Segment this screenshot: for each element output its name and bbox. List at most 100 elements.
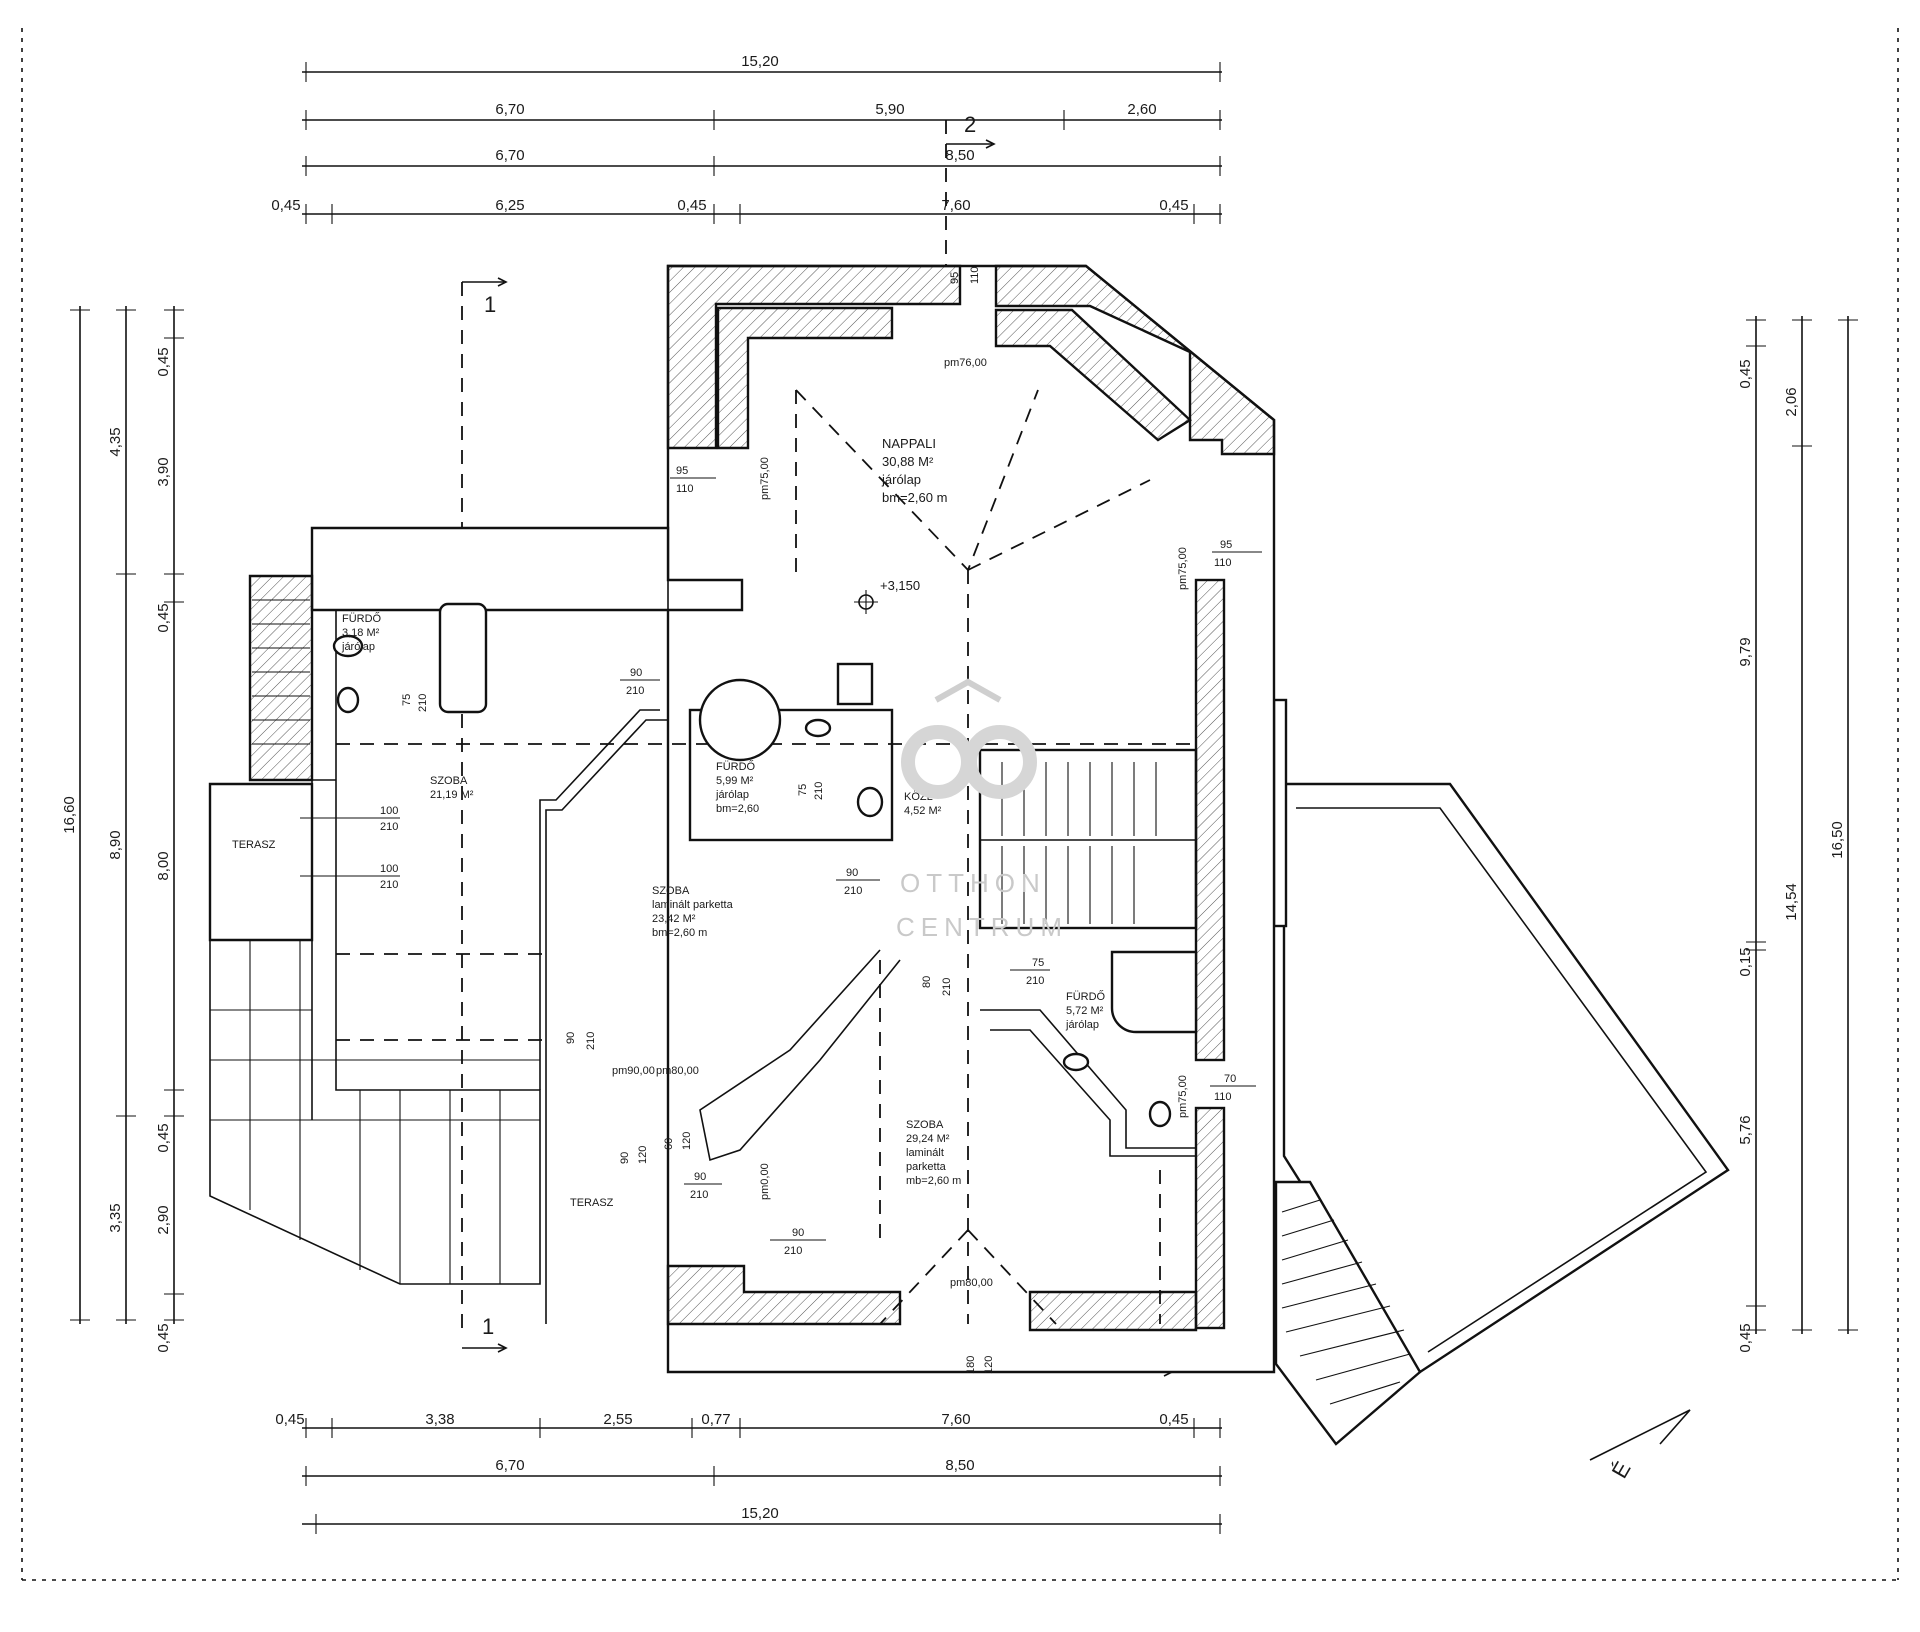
op-d210h: 210 (1026, 975, 1044, 987)
op-d75a: 75 (401, 694, 413, 706)
dim-right-c2-b: 14,54 (1783, 883, 1800, 921)
op-pm6: pm0,00 (759, 1163, 771, 1200)
dim-right-total: 16,50 (1829, 821, 1846, 859)
dim-right-c3-d: 5,76 (1737, 1115, 1754, 1144)
op-d210e: 210 (813, 782, 825, 800)
watermark: OTTHON CENTRUM (896, 678, 1068, 942)
op-95a: 95 (949, 272, 961, 284)
op-110a: 110 (969, 266, 981, 284)
op-d210a: 210 (626, 685, 644, 697)
room-furdo2-floor: járólap (715, 789, 749, 801)
dim-right-c3-a: 0,45 (1737, 359, 1754, 388)
washbasin-icon-2 (804, 718, 832, 738)
roof-lines (336, 389, 1196, 1325)
room-nappali-name: NAPPALI (882, 436, 936, 451)
op-d90b: 90 (846, 867, 858, 879)
op-d90d: 90 (694, 1171, 706, 1183)
dim-right-c3-c: 0,15 (1737, 947, 1754, 976)
room-furdo2-name: FÜRDŐ (716, 759, 756, 773)
op-pm3: pm75,00 (1177, 547, 1189, 590)
right-stair-treads (1281, 1199, 1411, 1405)
corner-tub-icon (698, 678, 782, 762)
dim-left-c3-a: 0,45 (155, 347, 172, 376)
watermark-line2: CENTRUM (896, 912, 1068, 942)
dim-left-c2-b: 8,90 (107, 830, 124, 859)
page-frame (21, 28, 1899, 1581)
section-1-bottom: 1 (482, 1314, 494, 1339)
top-dimensions: 15,20 6,70 5,90 2,60 6,70 8,50 0,45 6,25… (271, 53, 1222, 224)
room-nappali-area: 30,88 M² (882, 454, 934, 469)
op-d90e: 90 (792, 1227, 804, 1239)
dim-top-r4-a: 0,45 (271, 197, 300, 214)
op-d210d: 210 (380, 879, 398, 891)
washbasin-icon (336, 686, 360, 714)
room-furdo1-name: FÜRDŐ (342, 611, 382, 625)
room-nappali-height: bm=2,60 m (882, 490, 947, 505)
op-d80: 80 (921, 976, 933, 988)
room-szoba3-area: 29,24 M² (906, 1133, 950, 1145)
building (208, 264, 1730, 1446)
op-pm8: pm80,00 (950, 1277, 993, 1289)
op-d210b: 210 (417, 694, 429, 712)
dim-left-c2-c: 3,35 (107, 1203, 124, 1232)
op-d210i: 210 (585, 1032, 597, 1050)
dim-left-total: 16,60 (61, 796, 78, 834)
op-w60: 60 (663, 1138, 675, 1150)
dim-top-r3-b: 8,50 (945, 147, 974, 164)
dim-left-c3-c: 0,45 (155, 603, 172, 632)
room-szoba1-name: SZOBA (430, 775, 468, 787)
dim-top-r2-b: 5,90 (875, 101, 904, 118)
op-w120: 120 (637, 1146, 649, 1164)
op-d210k: 210 (784, 1245, 802, 1257)
dim-top-r4-b: 6,25 (495, 197, 524, 214)
op-d75c: 75 (1032, 957, 1044, 969)
toilet-icon-2 (856, 786, 884, 818)
bottom-dimensions: 0,45 3,38 2,55 0,77 7,60 0,45 6,70 8,50 … (275, 1411, 1222, 1534)
stair-core-treads (980, 762, 1196, 924)
room-szoba2-floor: laminált parketta (652, 899, 734, 911)
op-110c: 110 (1214, 557, 1232, 569)
dim-bot-r1-f: 0,45 (1159, 1411, 1188, 1428)
op-d180: 180 (965, 1356, 977, 1374)
watermark-line1: OTTHON (900, 868, 1046, 898)
north-arrow-icon (1589, 1409, 1691, 1461)
toilet-icon (332, 634, 364, 658)
dim-bot-r2-a: 6,70 (495, 1457, 524, 1474)
room-terasz2: TERASZ (570, 1197, 614, 1209)
room-szoba3-floor1: laminált (906, 1147, 944, 1159)
op-d210c: 210 (380, 821, 398, 833)
room-furdo2-area: 5,99 M² (716, 775, 754, 787)
fixtures (332, 590, 1691, 1461)
dim-top-total: 15,20 (741, 53, 779, 70)
room-szoba3-height: mb=2,60 m (906, 1175, 961, 1187)
room-furdo2-height: bm=2,60 (716, 803, 759, 815)
left-stair-treads (252, 599, 310, 745)
op-w120b: 120 (681, 1132, 693, 1150)
dim-bot-total: 15,20 (741, 1505, 779, 1522)
bathtub-icon (438, 602, 488, 714)
room-szoba3-name: SZOBA (906, 1119, 944, 1131)
dim-left-c3-e: 0,45 (155, 1123, 172, 1152)
dim-top-r4-e: 0,45 (1159, 197, 1188, 214)
level-marker-icon (854, 590, 878, 614)
op-d100a: 100 (380, 805, 398, 817)
room-nappali-floor: járólap (881, 472, 921, 487)
dim-right-c3-b: 9,79 (1737, 637, 1754, 666)
dim-left-c3-d: 8,00 (155, 851, 172, 880)
room-szoba1-area: 21,19 M² (430, 789, 474, 801)
dim-top-r4-d: 7,60 (941, 197, 970, 214)
dim-bot-r1-a: 0,45 (275, 1411, 304, 1428)
op-d210g: 210 (941, 978, 953, 996)
dim-bot-r1-e: 7,60 (941, 1411, 970, 1428)
right-dimensions: 16,50 2,06 14,54 0,45 9,79 0,15 5,76 0,4… (1737, 316, 1858, 1353)
washbasin-icon-3 (1062, 1052, 1090, 1072)
dim-bot-r2-b: 8,50 (945, 1457, 974, 1474)
section-2-top: 2 (964, 112, 976, 137)
dim-right-c3-e: 0,45 (1737, 1323, 1754, 1352)
dim-top-r2-a: 6,70 (495, 101, 524, 118)
op-pm5: pm80,00 (656, 1065, 699, 1077)
dim-top-r3-a: 6,70 (495, 147, 524, 164)
left-dimensions: 16,60 4,35 8,90 3,35 0,45 3,90 0,45 8,00… (61, 306, 184, 1353)
room-furdo1-floor: járólap (341, 641, 375, 653)
